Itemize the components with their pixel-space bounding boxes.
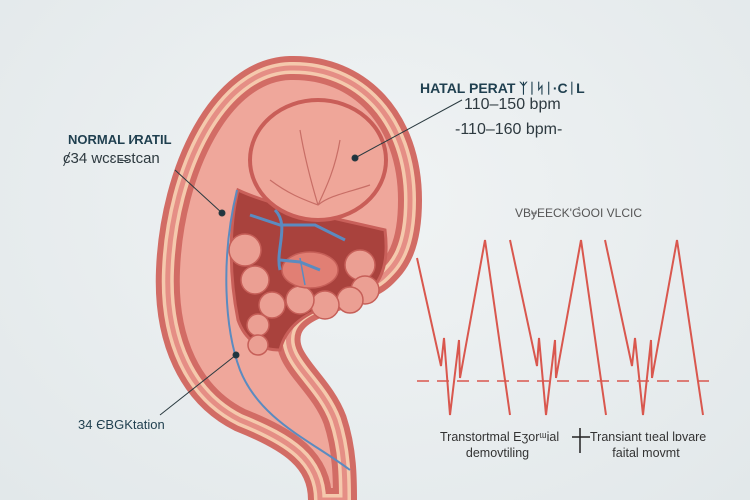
waveform-title: VBɏEECK'G̛OOI VLCIC (515, 206, 642, 220)
intestines (228, 233, 380, 356)
brain-folds (269, 129, 371, 206)
leader-lines (159, 99, 463, 416)
legend-item-2-line1: Transiant tıeal lɒvare (590, 430, 707, 444)
blood-vessels (225, 189, 351, 471)
normal-label-title: NORMAL I⁄RATIL (68, 132, 172, 147)
legend-item-2-line2: faital movmt (612, 446, 680, 460)
brain-head (248, 98, 388, 222)
legend-item-2: Transiant tıeal lɒvare faital movmt (590, 429, 707, 461)
fetal-heart-rate-trace (416, 239, 704, 416)
legend-item-1-line1: Transtortmal Eʒorᵚial (440, 430, 560, 444)
heart-rate-title: HATAL PERAT ᛉᛁᛋᛁ·CᛁL (420, 80, 585, 96)
plus-icon (572, 428, 590, 453)
legend-item-1-line2: demovtiling (465, 446, 530, 460)
heart-rate-range-secondary: -110–160 bpm- (455, 121, 563, 138)
gestation-label: 34 ЄBGKtation (78, 417, 165, 432)
legend-item-1: Transtortmal Eʒorᵚial demovtiling (440, 429, 560, 461)
normal-label-subtitle: ȼ34 wᴄɛᴇ̶stcan (63, 150, 160, 167)
heart-rate-range-primary: 110–150 bpm (464, 96, 561, 113)
